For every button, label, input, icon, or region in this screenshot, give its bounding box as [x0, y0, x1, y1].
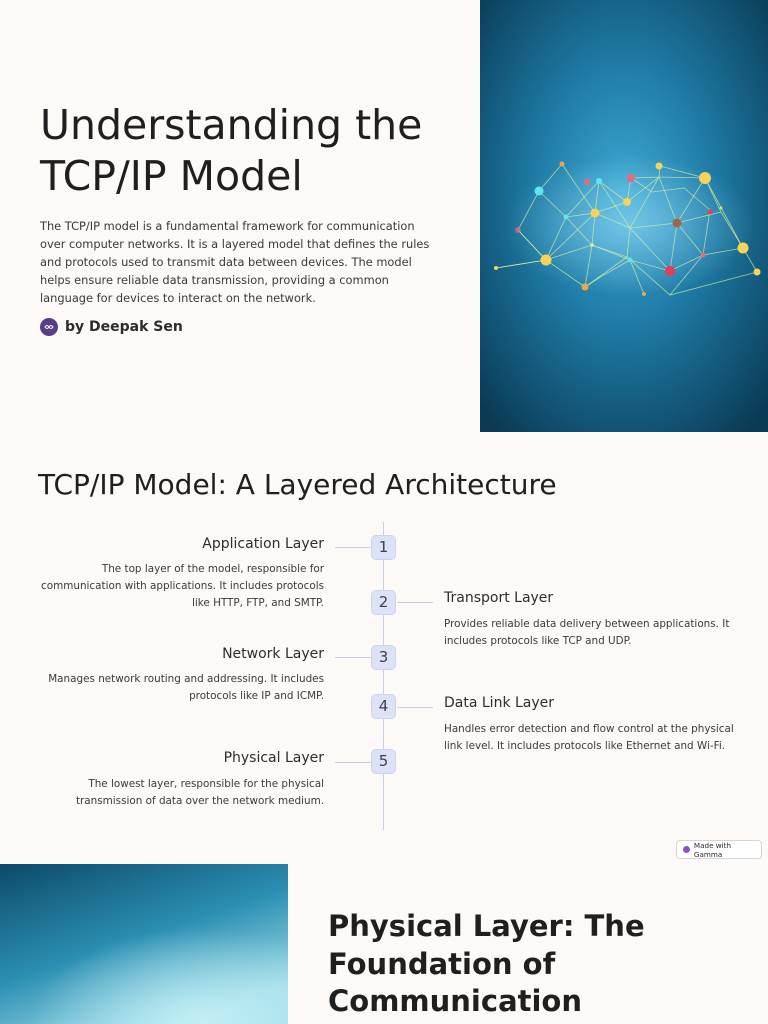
timeline-connector	[335, 547, 371, 548]
physical-layer-title: Physical Layer: The Foundation of Commun…	[328, 909, 645, 1018]
network-hero-image	[480, 0, 768, 432]
timeline-connector	[397, 707, 433, 708]
author-name: by Deepak Sen	[65, 319, 183, 335]
timeline-line	[383, 522, 384, 830]
layer-title-data-link: Data Link Layer	[444, 695, 555, 711]
slide-intro: Understanding the TCP/IP Model The TCP/I…	[0, 0, 768, 432]
page-title: Understanding the TCP/IP Model	[40, 101, 423, 200]
layer-number-1: 1	[371, 535, 396, 560]
layer-number-5: 5	[371, 749, 396, 774]
layer-desc-application: The top layer of the model, responsible …	[41, 563, 324, 610]
intro-description: The TCP/IP model is a fundamental framew…	[40, 219, 430, 305]
timeline-connector	[335, 657, 371, 658]
made-with-gamma-badge[interactable]: Made with Gamma	[676, 840, 762, 859]
layer-title-physical: Physical Layer	[223, 750, 324, 766]
timeline-connector	[397, 602, 433, 603]
layer-desc-transport: Provides reliable data delivery between …	[444, 618, 730, 648]
layer-desc-data-link: Handles error detection and flow control…	[444, 723, 734, 753]
layer-number-2: 2	[371, 590, 396, 615]
layer-number-4: 4	[371, 694, 396, 719]
layer-title-network: Network Layer	[222, 646, 324, 662]
avatar-icon	[40, 318, 58, 336]
timeline-connector	[335, 762, 371, 763]
layer-desc-physical: The lowest layer, responsible for the ph…	[75, 778, 324, 808]
badge-label: Made with Gamma	[693, 840, 732, 859]
architecture-title: TCP/IP Model: A Layered Architecture	[38, 468, 557, 501]
author-byline: by Deepak Sen	[40, 318, 183, 336]
physical-layer-hero-image	[0, 864, 288, 1024]
gamma-logo-icon	[683, 846, 690, 853]
layer-desc-network: Manages network routing and addressing. …	[48, 673, 324, 703]
layer-title-application: Application Layer	[202, 536, 324, 552]
layer-number-3: 3	[371, 645, 396, 670]
layer-title-transport: Transport Layer	[444, 590, 554, 606]
